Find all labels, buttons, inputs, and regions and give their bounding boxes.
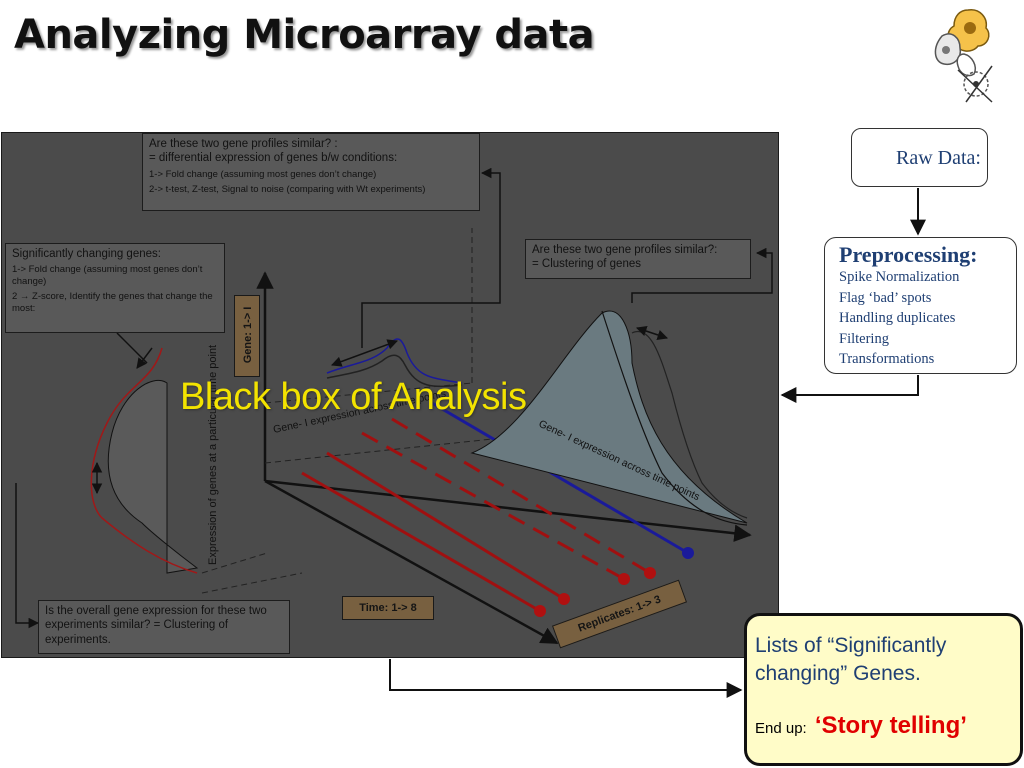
- sig-changing-point1: 1-> Fold change (assuming most genes don…: [12, 264, 203, 288]
- left-distribution: [90, 347, 199, 574]
- pre-item: Transformations: [839, 351, 935, 367]
- rep-line-3: [361, 431, 625, 581]
- replicate-points: [534, 547, 694, 617]
- sig-changing-heading: Significantly changing genes:: [12, 248, 161, 260]
- rep-point-1: [534, 605, 546, 617]
- page-title: Analyzing Microarray data: [14, 12, 595, 58]
- raw-data-box: Raw Data:: [851, 128, 988, 187]
- raw-data-label: Raw Data:: [896, 147, 981, 169]
- clustering-genes-box: Are these two gene profiles similar?: = …: [525, 239, 751, 279]
- right-distributions: [470, 310, 748, 526]
- analysis-diagram-panel: Expression of genes at a particular time…: [1, 132, 779, 658]
- cell-logo-icon: [934, 9, 993, 103]
- preprocessing-box: Preprocessing: Spike Normalization Flag …: [824, 237, 1017, 374]
- overall-expression-box: Is the overall gene expression for these…: [38, 600, 290, 654]
- diagram-graphics: Expression of genes at a particular time…: [15, 167, 773, 645]
- time-profile-curves: [326, 338, 463, 388]
- similar-profiles-line2: = differential expression of genes b/w c…: [149, 152, 398, 165]
- similar-profiles-point2: 2-> t-test, Z-test, Signal to noise (com…: [149, 183, 426, 195]
- end-up-line: End up: ‘Story telling’: [755, 712, 1012, 740]
- gene-tag: Gene: 1-> I: [234, 295, 260, 377]
- rep-line-5: [431, 401, 689, 555]
- preprocessing-heading: Preprocessing:: [839, 242, 978, 267]
- rep-point-4: [644, 567, 656, 579]
- vertical-axis-label: Expression of genes at a particular time…: [207, 345, 219, 565]
- result-list-text: Lists of “Significantly changing” Genes.: [755, 634, 947, 685]
- pointer-arrows: [15, 167, 773, 629]
- result-box: Lists of “Significantly changing” Genes.…: [744, 613, 1023, 766]
- pre-item: Spike Normalization: [839, 269, 960, 285]
- rep-point-3: [618, 573, 630, 585]
- rep-point-2: [558, 593, 570, 605]
- rep-line-2: [326, 451, 565, 601]
- clustering-genes-heading: Are these two gene profiles similar?:: [532, 244, 718, 256]
- end-up-label: End up:: [755, 720, 807, 737]
- clustering-genes-line2: = Clustering of genes: [532, 258, 641, 271]
- rep-line-1: [301, 471, 541, 613]
- time-tag: Time: 1-> 8: [342, 596, 434, 620]
- rep-point-5: [682, 547, 694, 559]
- overall-expression-text: Is the overall gene expression for these…: [45, 605, 267, 646]
- axes: [256, 271, 752, 645]
- pre-item: Handling duplicates: [839, 310, 956, 326]
- similar-profiles-point1: 1-> Fold change (assuming most genes don…: [149, 168, 377, 180]
- rep-line-4: [391, 417, 651, 575]
- sig-changing-box: Significantly changing genes: 1-> Fold c…: [5, 243, 225, 333]
- similar-profiles-box: Are these two gene profiles similar? : =…: [142, 133, 480, 211]
- pre-item: Flag ‘bad’ spots: [839, 289, 932, 306]
- sig-changing-point2: 2 → Z-score, Identify the genes that cha…: [12, 291, 213, 314]
- black-box-overlay-text: Black box of Analysis: [180, 376, 527, 418]
- replicate-lines: [301, 401, 689, 613]
- pre-item: Filtering: [839, 330, 889, 347]
- story-telling-text: ‘Story telling’: [814, 712, 967, 739]
- similar-profiles-heading: Are these two gene profiles similar? :: [149, 138, 338, 150]
